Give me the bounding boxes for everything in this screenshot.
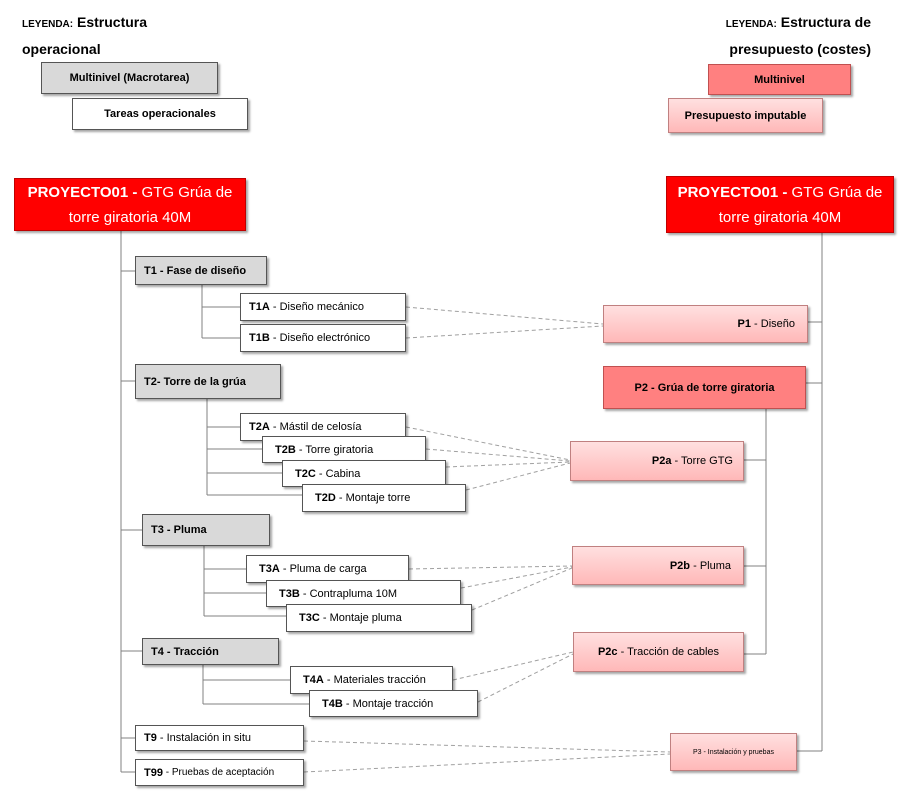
task-t2-label: - Torre de la grúa: [156, 375, 246, 388]
task-t3c-code: T3C: [299, 612, 320, 624]
budget-p2-label: - Grúa de torre giratoria: [651, 381, 775, 394]
budget-p2c-code: P2c: [597, 646, 618, 658]
task-t3b: T3B - Contrapluma 10M: [266, 580, 461, 607]
budget-p3-label: - Instalación y pruebas: [703, 748, 774, 756]
legend-right-prefix: LEYENDA:: [725, 19, 777, 30]
legend-left-title-line2: operacional: [22, 41, 101, 57]
legend-budget-imputable: Presupuesto imputable: [668, 98, 823, 133]
budget-p2b: P2b - Pluma: [572, 546, 744, 585]
budget-p2c: P2c - Tracción de cables: [573, 632, 744, 672]
project-left-code: PROYECTO01 -: [27, 183, 138, 201]
task-t4b-label: - Montaje tracción: [345, 697, 434, 710]
project-right-code: PROYECTO01 -: [677, 183, 788, 201]
task-t4a: T4A - Materiales tracción: [290, 666, 453, 694]
legend-multilevel-macrotask: Multinivel (Macrotarea): [41, 62, 218, 94]
legend-budget-imputable-label: Presupuesto imputable: [684, 109, 807, 122]
budget-p2b-code: P2b: [669, 559, 691, 572]
task-t1b: T1B - Diseño electrónico: [240, 324, 406, 352]
task-t1b-code: T1B: [249, 332, 270, 344]
project-right-name: GTG Grúa de torre giratoria 40M: [718, 183, 883, 226]
project-left-name: GTG Grúa de torre giratoria 40M: [68, 183, 233, 226]
task-t2c: T2C - Cabina: [282, 460, 446, 487]
task-t9-code: T9: [144, 732, 157, 744]
budget-p2: P2 - Grúa de torre giratoria: [603, 366, 806, 409]
legend-right-title-line2: presupuesto (costes): [729, 41, 871, 57]
task-t4a-code: T4A: [303, 674, 324, 686]
task-t2d-code: T2D: [315, 492, 336, 504]
task-t4b-code: T4B: [322, 697, 343, 710]
legend-left-title-line1: Estructura: [77, 14, 148, 30]
task-t2c-code: T2C: [295, 467, 316, 480]
budget-p3-code: P3: [693, 748, 702, 756]
task-t1a-label: - Diseño mecánico: [272, 301, 364, 313]
budget-p1-code: P1: [737, 318, 751, 330]
task-t4a-label: - Materiales tracción: [326, 674, 426, 686]
budget-p2-code: P2: [634, 381, 648, 394]
task-t1a: T1A - Diseño mecánico: [240, 293, 406, 321]
task-t2d: T2D - Montaje torre: [302, 484, 466, 512]
task-t2: T2- Torre de la grúa: [135, 364, 281, 399]
task-t9-label: - Instalación in situ: [159, 732, 252, 744]
budget-p2c-label: - Tracción de cables: [620, 646, 720, 658]
task-t3a-label: - Pluma de carga: [282, 563, 367, 575]
task-t99-code: T99: [144, 766, 163, 779]
task-t1a-code: T1A: [249, 301, 270, 313]
project-left-box: PROYECTO01 - GTG Grúa de torre giratoria…: [14, 178, 246, 231]
task-t9: T9 - Instalación in situ: [135, 725, 304, 751]
task-t3-label: - Pluma: [166, 524, 207, 536]
budget-p3: P3 - Instalación y pruebas: [670, 733, 797, 771]
task-t3c: T3C - Montaje pluma: [286, 604, 472, 632]
legend-multilevel-macrotask-label: Multinivel (Macrotarea): [69, 72, 190, 84]
budget-p2a: P2a - Torre GTG: [570, 441, 744, 481]
task-t4-code: T4: [151, 645, 164, 658]
task-t2c-label: - Cabina: [318, 467, 361, 480]
task-t3a-code: T3A: [259, 563, 280, 575]
project-right-box: PROYECTO01 - GTG Grúa de torre giratoria…: [666, 176, 894, 233]
task-t2a-label: - Mástil de celosía: [272, 421, 362, 433]
legend-right-title-line1: Estructura de: [780, 14, 871, 30]
task-t3: T3 - Pluma: [142, 514, 270, 546]
legend-left-title: LEYENDA: Estructura operacional: [22, 10, 147, 62]
task-t99-label: - Pruebas de aceptación: [165, 767, 275, 778]
task-t2d-label: - Montaje torre: [338, 492, 411, 504]
legend-operational-tasks: Tareas operacionales: [72, 98, 248, 130]
task-t1-label: - Fase de diseño: [159, 264, 247, 277]
legend-right-title: LEYENDA: Estructura de presupuesto (cost…: [726, 10, 871, 62]
legend-budget-multilevel: Multinivel: [708, 64, 851, 95]
task-t3b-code: T3B: [279, 587, 300, 600]
task-t2b-code: T2B: [275, 443, 296, 456]
task-t3c-label: - Montaje pluma: [322, 612, 402, 624]
task-t4-label: - Tracción: [166, 645, 219, 658]
task-t1-code: T1: [144, 264, 157, 277]
task-t2b-label: - Torre giratoria: [298, 443, 374, 456]
budget-p2a-label: - Torre GTG: [674, 455, 733, 467]
task-t1b-label: - Diseño electrónico: [272, 332, 371, 344]
legend-operational-tasks-label: Tareas operacionales: [104, 108, 216, 120]
budget-p1-label: - Diseño: [754, 318, 795, 330]
task-t4: T4 - Tracción: [142, 638, 279, 665]
task-t3-code: T3: [151, 524, 164, 536]
budget-p1: P1 - Diseño: [603, 305, 808, 343]
task-t2a-code: T2A: [249, 421, 270, 433]
legend-budget-multilevel-label: Multinivel: [754, 73, 805, 86]
task-t3b-label: - Contrapluma 10M: [302, 587, 397, 600]
task-t99: T99 - Pruebas de aceptación: [135, 759, 304, 786]
task-t1: T1 - Fase de diseño: [135, 256, 267, 285]
task-t2-code: T2: [144, 375, 157, 388]
budget-p2b-label: - Pluma: [693, 559, 731, 572]
budget-p2a-code: P2a: [651, 455, 672, 467]
task-t3a: T3A - Pluma de carga: [246, 555, 409, 583]
task-t2b: T2B - Torre giratoria: [262, 436, 426, 463]
task-t4b: T4B - Montaje tracción: [309, 690, 478, 717]
legend-left-prefix: LEYENDA:: [22, 19, 74, 30]
